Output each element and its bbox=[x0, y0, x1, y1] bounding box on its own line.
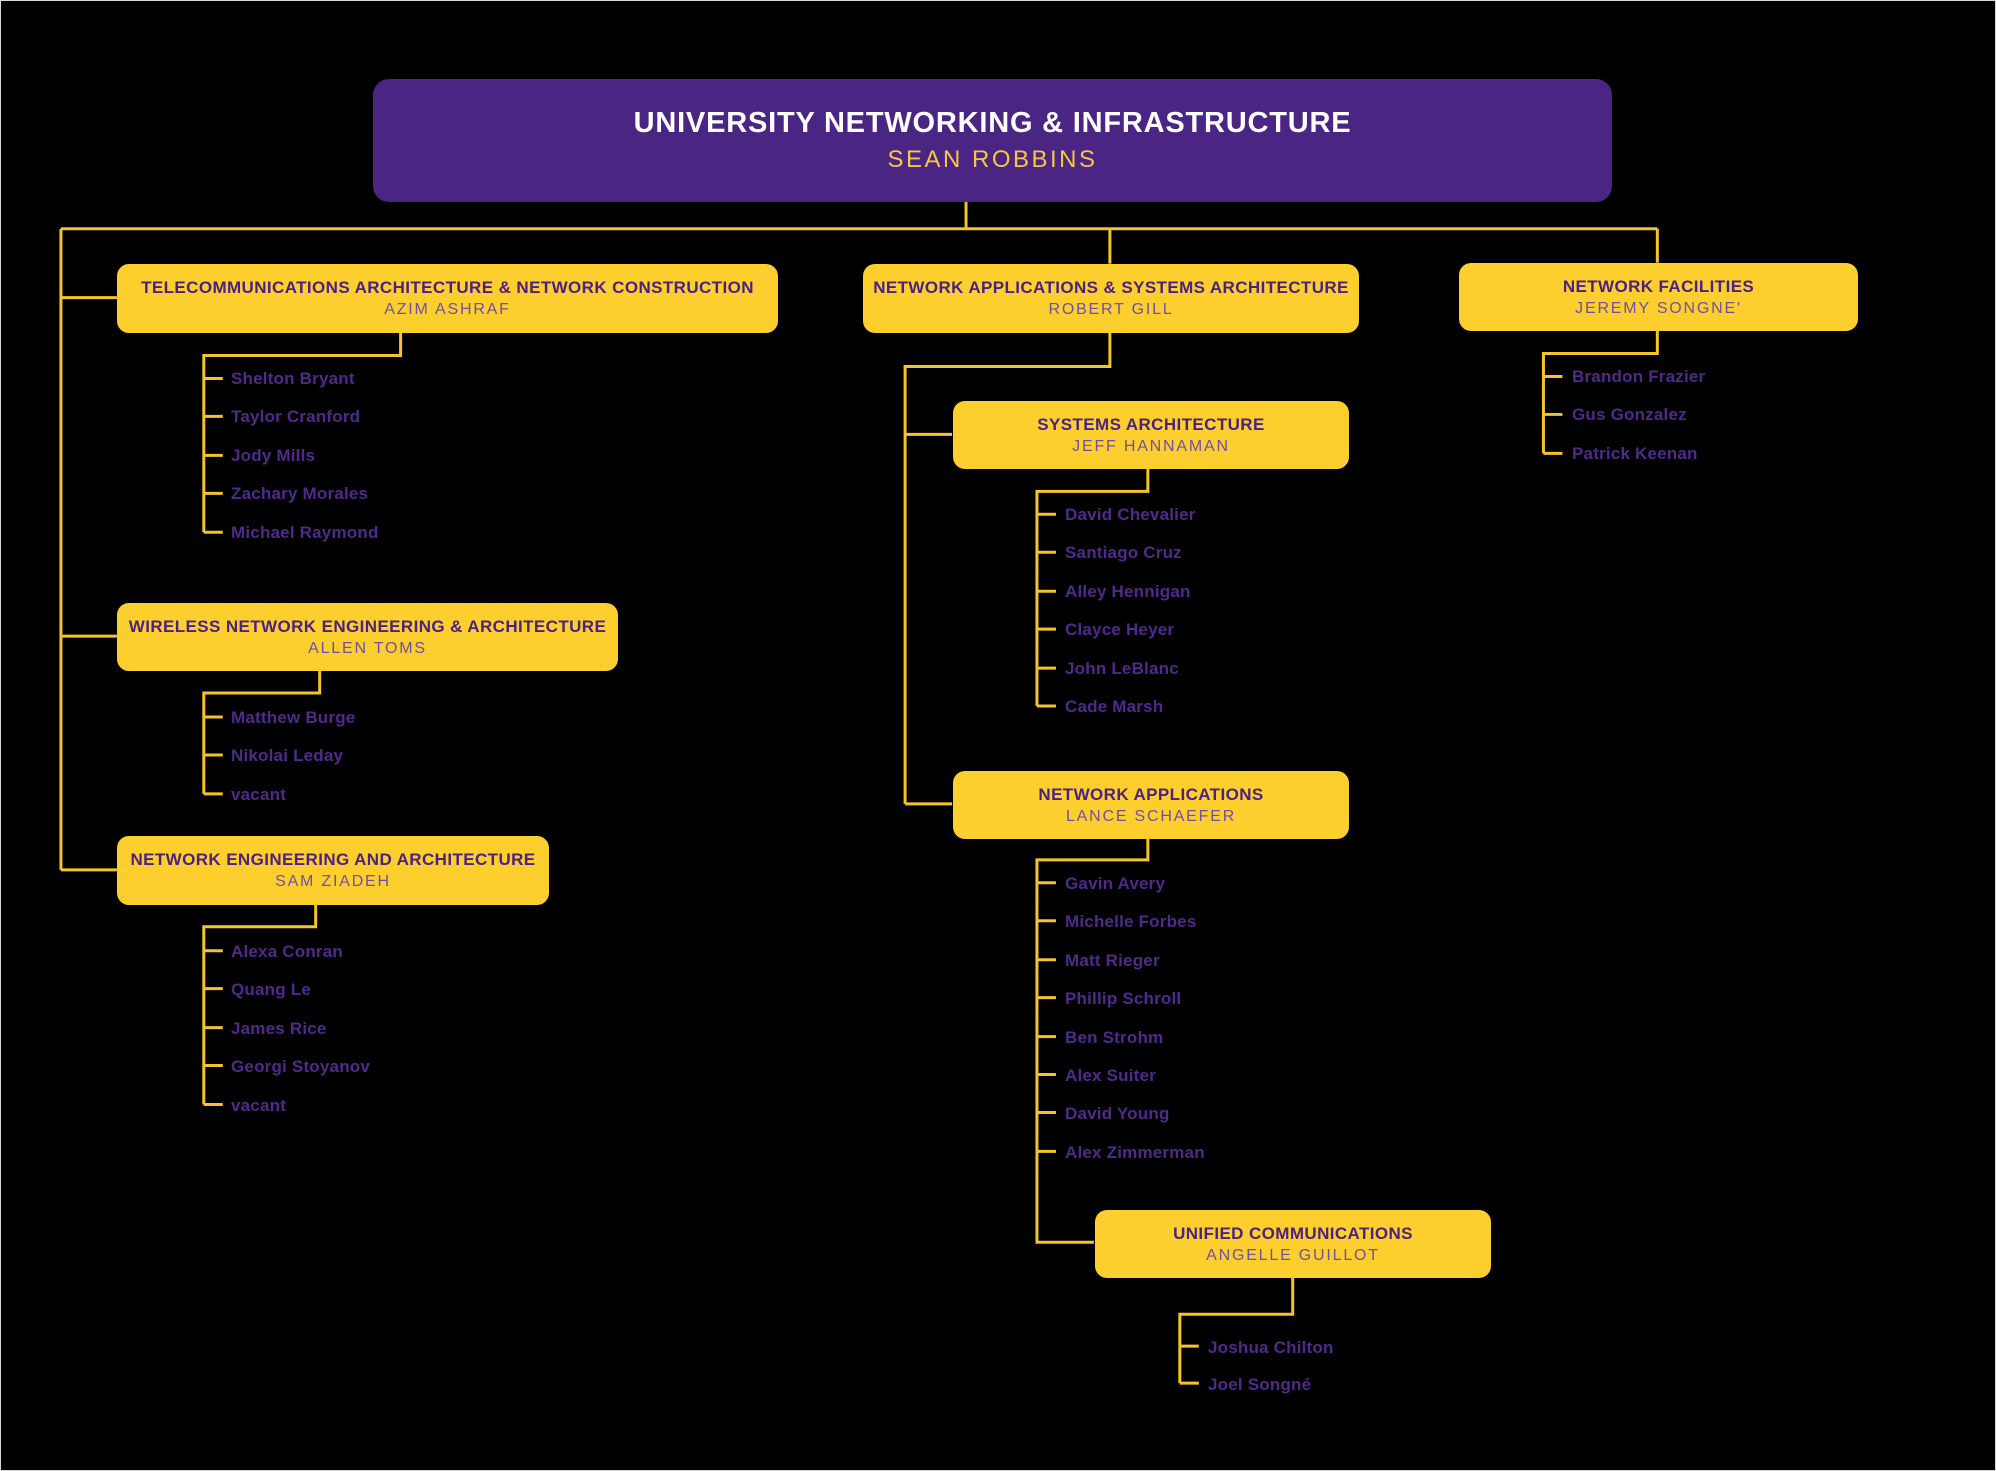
root-title: UNIVERSITY NETWORKING & INFRASTRUCTURE bbox=[633, 107, 1352, 139]
member-name: Matt Rieger bbox=[1065, 951, 1160, 970]
dept-title: NETWORK FACILITIES bbox=[1562, 276, 1755, 296]
member-name: Georgi Stoyanov bbox=[231, 1057, 371, 1076]
dept-title: TELECOMMUNICATIONS ARCHITECTURE & NETWOR… bbox=[141, 278, 754, 297]
dept-box-neteng: NETWORK ENGINEERING AND ARCHITECTURE SAM … bbox=[117, 836, 549, 905]
member-name: John LeBlanc bbox=[1065, 659, 1179, 678]
member-name: Clayce Heyer bbox=[1065, 620, 1175, 639]
member-name: Michelle Forbes bbox=[1065, 912, 1197, 931]
member-name: Shelton Bryant bbox=[231, 369, 355, 388]
dept-manager-name: ALLEN TOMS bbox=[308, 639, 427, 657]
root-manager-name: SEAN ROBBINS bbox=[887, 146, 1098, 173]
root-box: UNIVERSITY NETWORKING & INFRASTRUCTURE S… bbox=[373, 79, 1612, 202]
member-name: Phillip Schroll bbox=[1065, 989, 1182, 1008]
dept-title: NETWORK ENGINEERING AND ARCHITECTURE bbox=[130, 850, 536, 869]
member-name: vacant bbox=[231, 785, 287, 804]
dept-box-uc: UNIFIED COMMUNICATIONS ANGELLE GUILLOT bbox=[1095, 1210, 1491, 1278]
member-name: Patrick Keenan bbox=[1572, 444, 1698, 463]
dept-title: SYSTEMS ARCHITECTURE bbox=[1037, 414, 1265, 434]
dept-title: UNIFIED COMMUNICATIONS bbox=[1173, 1223, 1413, 1243]
member-name: Santiago Cruz bbox=[1065, 543, 1182, 562]
member-name: Quang Le bbox=[231, 980, 311, 999]
member-name: Jody Mills bbox=[231, 446, 316, 465]
member-name: Ben Strohm bbox=[1065, 1028, 1164, 1047]
dept-manager-name: SAM ZIADEH bbox=[275, 873, 391, 890]
dept-box-gill: NETWORK APPLICATIONS & SYSTEMS ARCHITECT… bbox=[863, 264, 1359, 333]
member-name: Cade Marsh bbox=[1065, 697, 1164, 716]
member-name: David Young bbox=[1065, 1104, 1170, 1123]
member-name: Alex Suiter bbox=[1065, 1066, 1157, 1085]
dept-title: WIRELESS NETWORK ENGINEERING & ARCHITECT… bbox=[128, 616, 607, 636]
dept-manager-name: ANGELLE GUILLOT bbox=[1206, 1246, 1380, 1264]
member-name: Michael Raymond bbox=[231, 523, 379, 542]
member-name: David Chevalier bbox=[1065, 505, 1196, 524]
member-name: Gus Gonzalez bbox=[1572, 405, 1687, 424]
member-name: Gavin Avery bbox=[1065, 874, 1166, 893]
dept-manager-name: JEFF HANNAMAN bbox=[1072, 437, 1230, 455]
member-name: Matthew Burge bbox=[231, 708, 356, 727]
dept-box-telecom: TELECOMMUNICATIONS ARCHITECTURE & NETWOR… bbox=[117, 264, 778, 333]
dept-box-netapps: NETWORK APPLICATIONS LANCE SCHAEFER bbox=[953, 771, 1349, 839]
dept-manager-name: AZIM ASHRAF bbox=[384, 301, 511, 318]
member-name: Alley Hennigan bbox=[1065, 582, 1191, 601]
dept-manager-name: LANCE SCHAEFER bbox=[1065, 807, 1237, 825]
member-name: Joel Songné bbox=[1208, 1375, 1312, 1394]
dept-title: NETWORK APPLICATIONS bbox=[1038, 784, 1264, 804]
member-name: James Rice bbox=[231, 1019, 327, 1038]
member-name: vacant bbox=[231, 1096, 287, 1115]
dept-box-sysarch: SYSTEMS ARCHITECTURE JEFF HANNAMAN bbox=[953, 401, 1349, 469]
member-name: Nikolai Leday bbox=[231, 746, 344, 765]
dept-manager-name: ROBERT GILL bbox=[1048, 301, 1174, 318]
member-name: Joshua Chilton bbox=[1208, 1338, 1334, 1357]
member-name: Taylor Cranford bbox=[231, 407, 361, 426]
member-name: Zachary Morales bbox=[231, 484, 369, 503]
member-name: Brandon Frazier bbox=[1572, 367, 1706, 386]
member-name: Alex Zimmerman bbox=[1065, 1143, 1205, 1162]
dept-box-wireless: WIRELESS NETWORK ENGINEERING & ARCHITECT… bbox=[117, 603, 618, 671]
member-name: Alexa Conran bbox=[231, 942, 343, 961]
dept-box-netfac: NETWORK FACILITIES JEREMY SONGNE' bbox=[1459, 263, 1858, 331]
dept-manager-name: JEREMY SONGNE' bbox=[1575, 299, 1742, 317]
dept-title: NETWORK APPLICATIONS & SYSTEMS ARCHITECT… bbox=[873, 278, 1349, 297]
